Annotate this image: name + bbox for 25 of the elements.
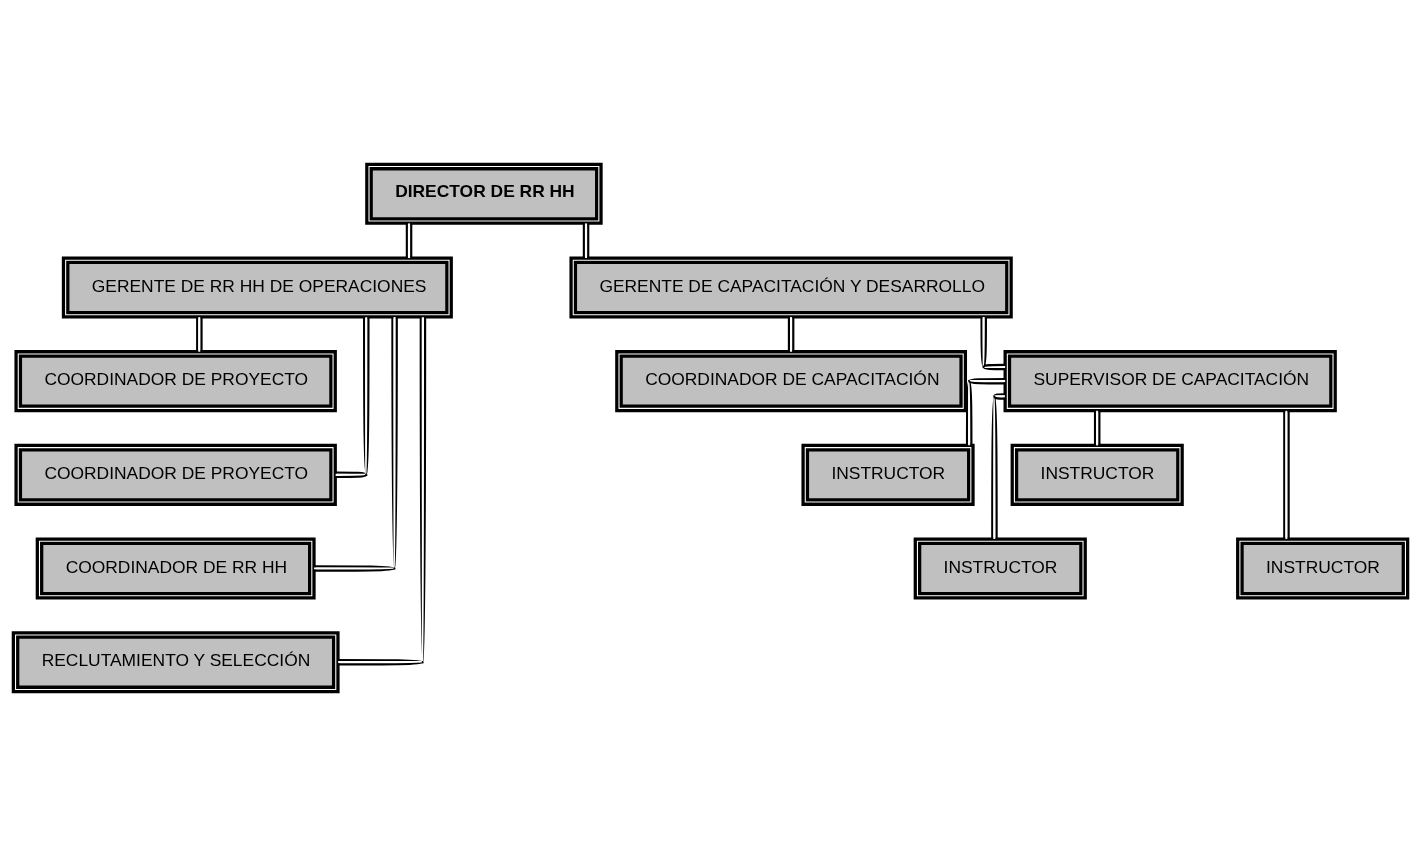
- node-box: INSTRUCTOR: [913, 537, 1087, 600]
- node-box: INSTRUCTOR: [800, 443, 975, 506]
- node-box: GERENTE DE RR HH DE OPERACIONES: [61, 256, 453, 319]
- node-box: RECLUTAMIENTO Y SELECCIÓN: [11, 631, 340, 694]
- connector: [990, 393, 1005, 539]
- node-box: SUPERVISOR DE CAPACITACIÓN: [1003, 350, 1337, 413]
- connector: [335, 317, 370, 479]
- node-box: DIRECTOR DE RR HH: [364, 162, 603, 225]
- connector: [1282, 410, 1290, 539]
- node-box: COORDINADOR DE RR HH: [35, 537, 316, 600]
- node-box: COORDINADOR DE PROYECTO: [13, 350, 337, 413]
- connector: [787, 317, 794, 352]
- node-box: COORDINADOR DE CAPACITACIÓN: [614, 350, 967, 413]
- connector: [582, 223, 589, 259]
- connector: [1093, 410, 1100, 446]
- connector: [405, 223, 412, 259]
- node-box: COORDINADOR DE PROYECTO: [13, 443, 337, 506]
- node-box: GERENTE DE CAPACITACIÓN Y DESARROLLO: [568, 256, 1013, 319]
- connector: [313, 317, 398, 572]
- node-box: INSTRUCTOR: [1010, 443, 1184, 506]
- connector: [337, 317, 426, 666]
- connector: [965, 377, 1005, 446]
- connector: [195, 317, 203, 352]
- node-box: INSTRUCTOR: [1235, 537, 1409, 600]
- connector: [979, 317, 1005, 371]
